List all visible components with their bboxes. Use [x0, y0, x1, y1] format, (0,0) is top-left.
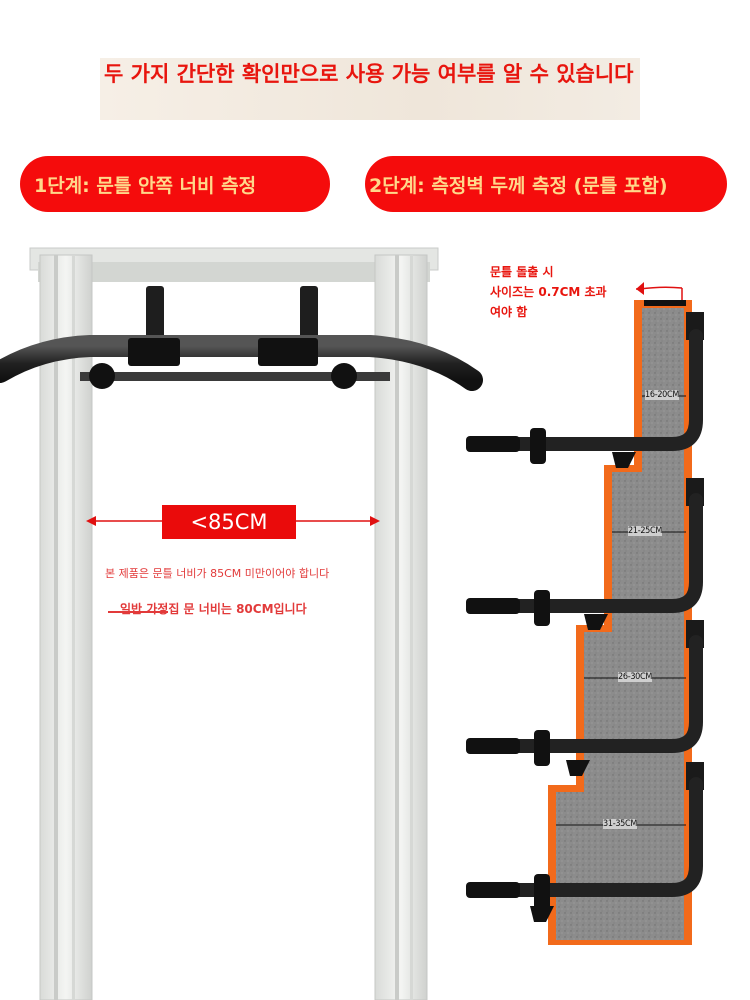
protrusion-arrow — [636, 282, 683, 300]
width-measure-label: <85CM — [162, 505, 296, 539]
step-1-pill: 1단계: 문틀 안쪽 너비 측정 — [20, 156, 330, 212]
thickness-label-2: 21-25CM — [628, 526, 663, 536]
headline-text: 두 가지 간단한 확인만으로 사용 가능 여부를 알 수 있습니다 — [104, 62, 634, 86]
protrusion-line-1: 문틀 돌출 시 — [490, 265, 554, 279]
pull-up-bar — [0, 286, 483, 391]
protrusion-line-2: 사이즈는 0.7CM 초과 — [490, 285, 607, 299]
thickness-label-4: 31-35CM — [603, 819, 638, 829]
headline-background — [100, 58, 640, 120]
wall-section — [548, 300, 692, 945]
mount-level-4 — [466, 762, 704, 922]
protrusion-line-3: 여야 함 — [490, 305, 528, 319]
step-2-pill: 2단계: 측정벽 두께 측정 (문틀 포함) — [365, 156, 727, 212]
mount-level-1 — [466, 312, 704, 468]
thickness-label-3: 26-30CM — [618, 672, 653, 682]
mount-level-3 — [466, 620, 704, 776]
width-note-primary: 본 제품은 문틀 너비가 85CM 미만이어야 합니다 — [105, 567, 330, 580]
thickness-label-1: 16-20CM — [645, 390, 680, 400]
strike-line — [108, 611, 168, 613]
protrusion-note: 문틀 돌출 시 사이즈는 0.7CM 초과 여야 함 — [490, 262, 607, 322]
mount-level-2 — [466, 478, 704, 630]
door-frame — [29, 247, 439, 1000]
width-note-secondary: 일반 가정집 문 너비는 80CM입니다 — [120, 602, 307, 616]
